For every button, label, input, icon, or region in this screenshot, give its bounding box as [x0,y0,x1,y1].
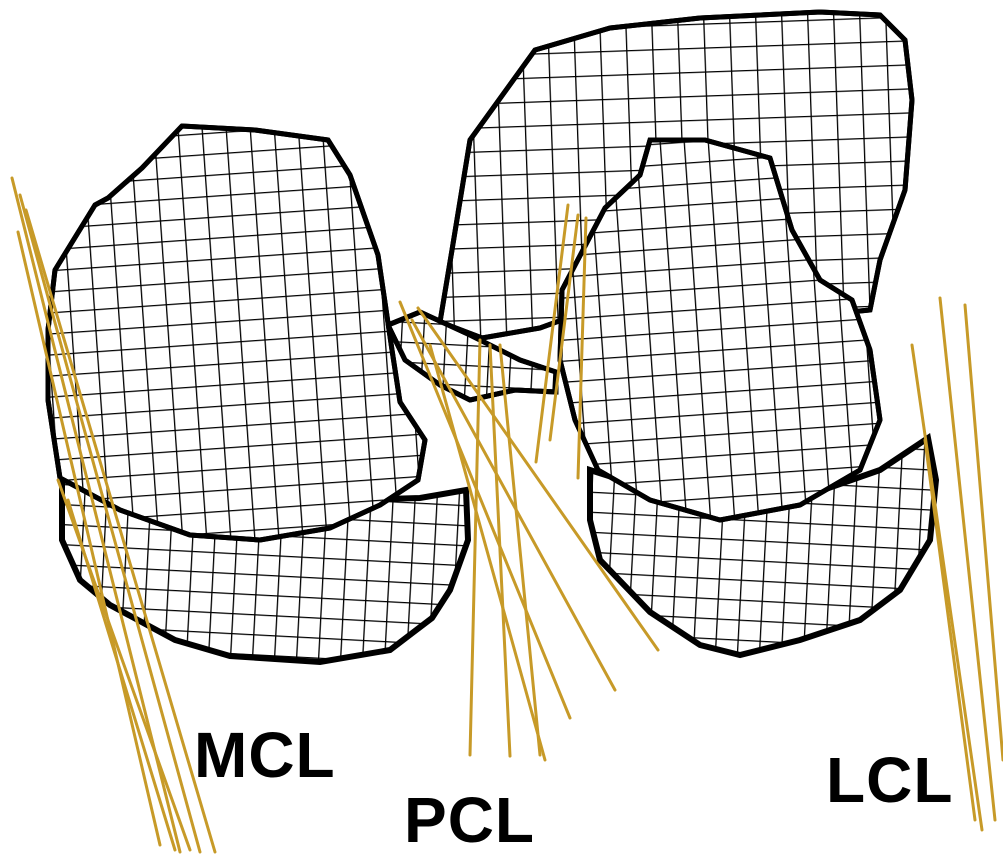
mcl-label: MCL [194,723,336,787]
lcl-label: LCL [826,748,953,812]
pcl-label: PCL [404,788,535,852]
